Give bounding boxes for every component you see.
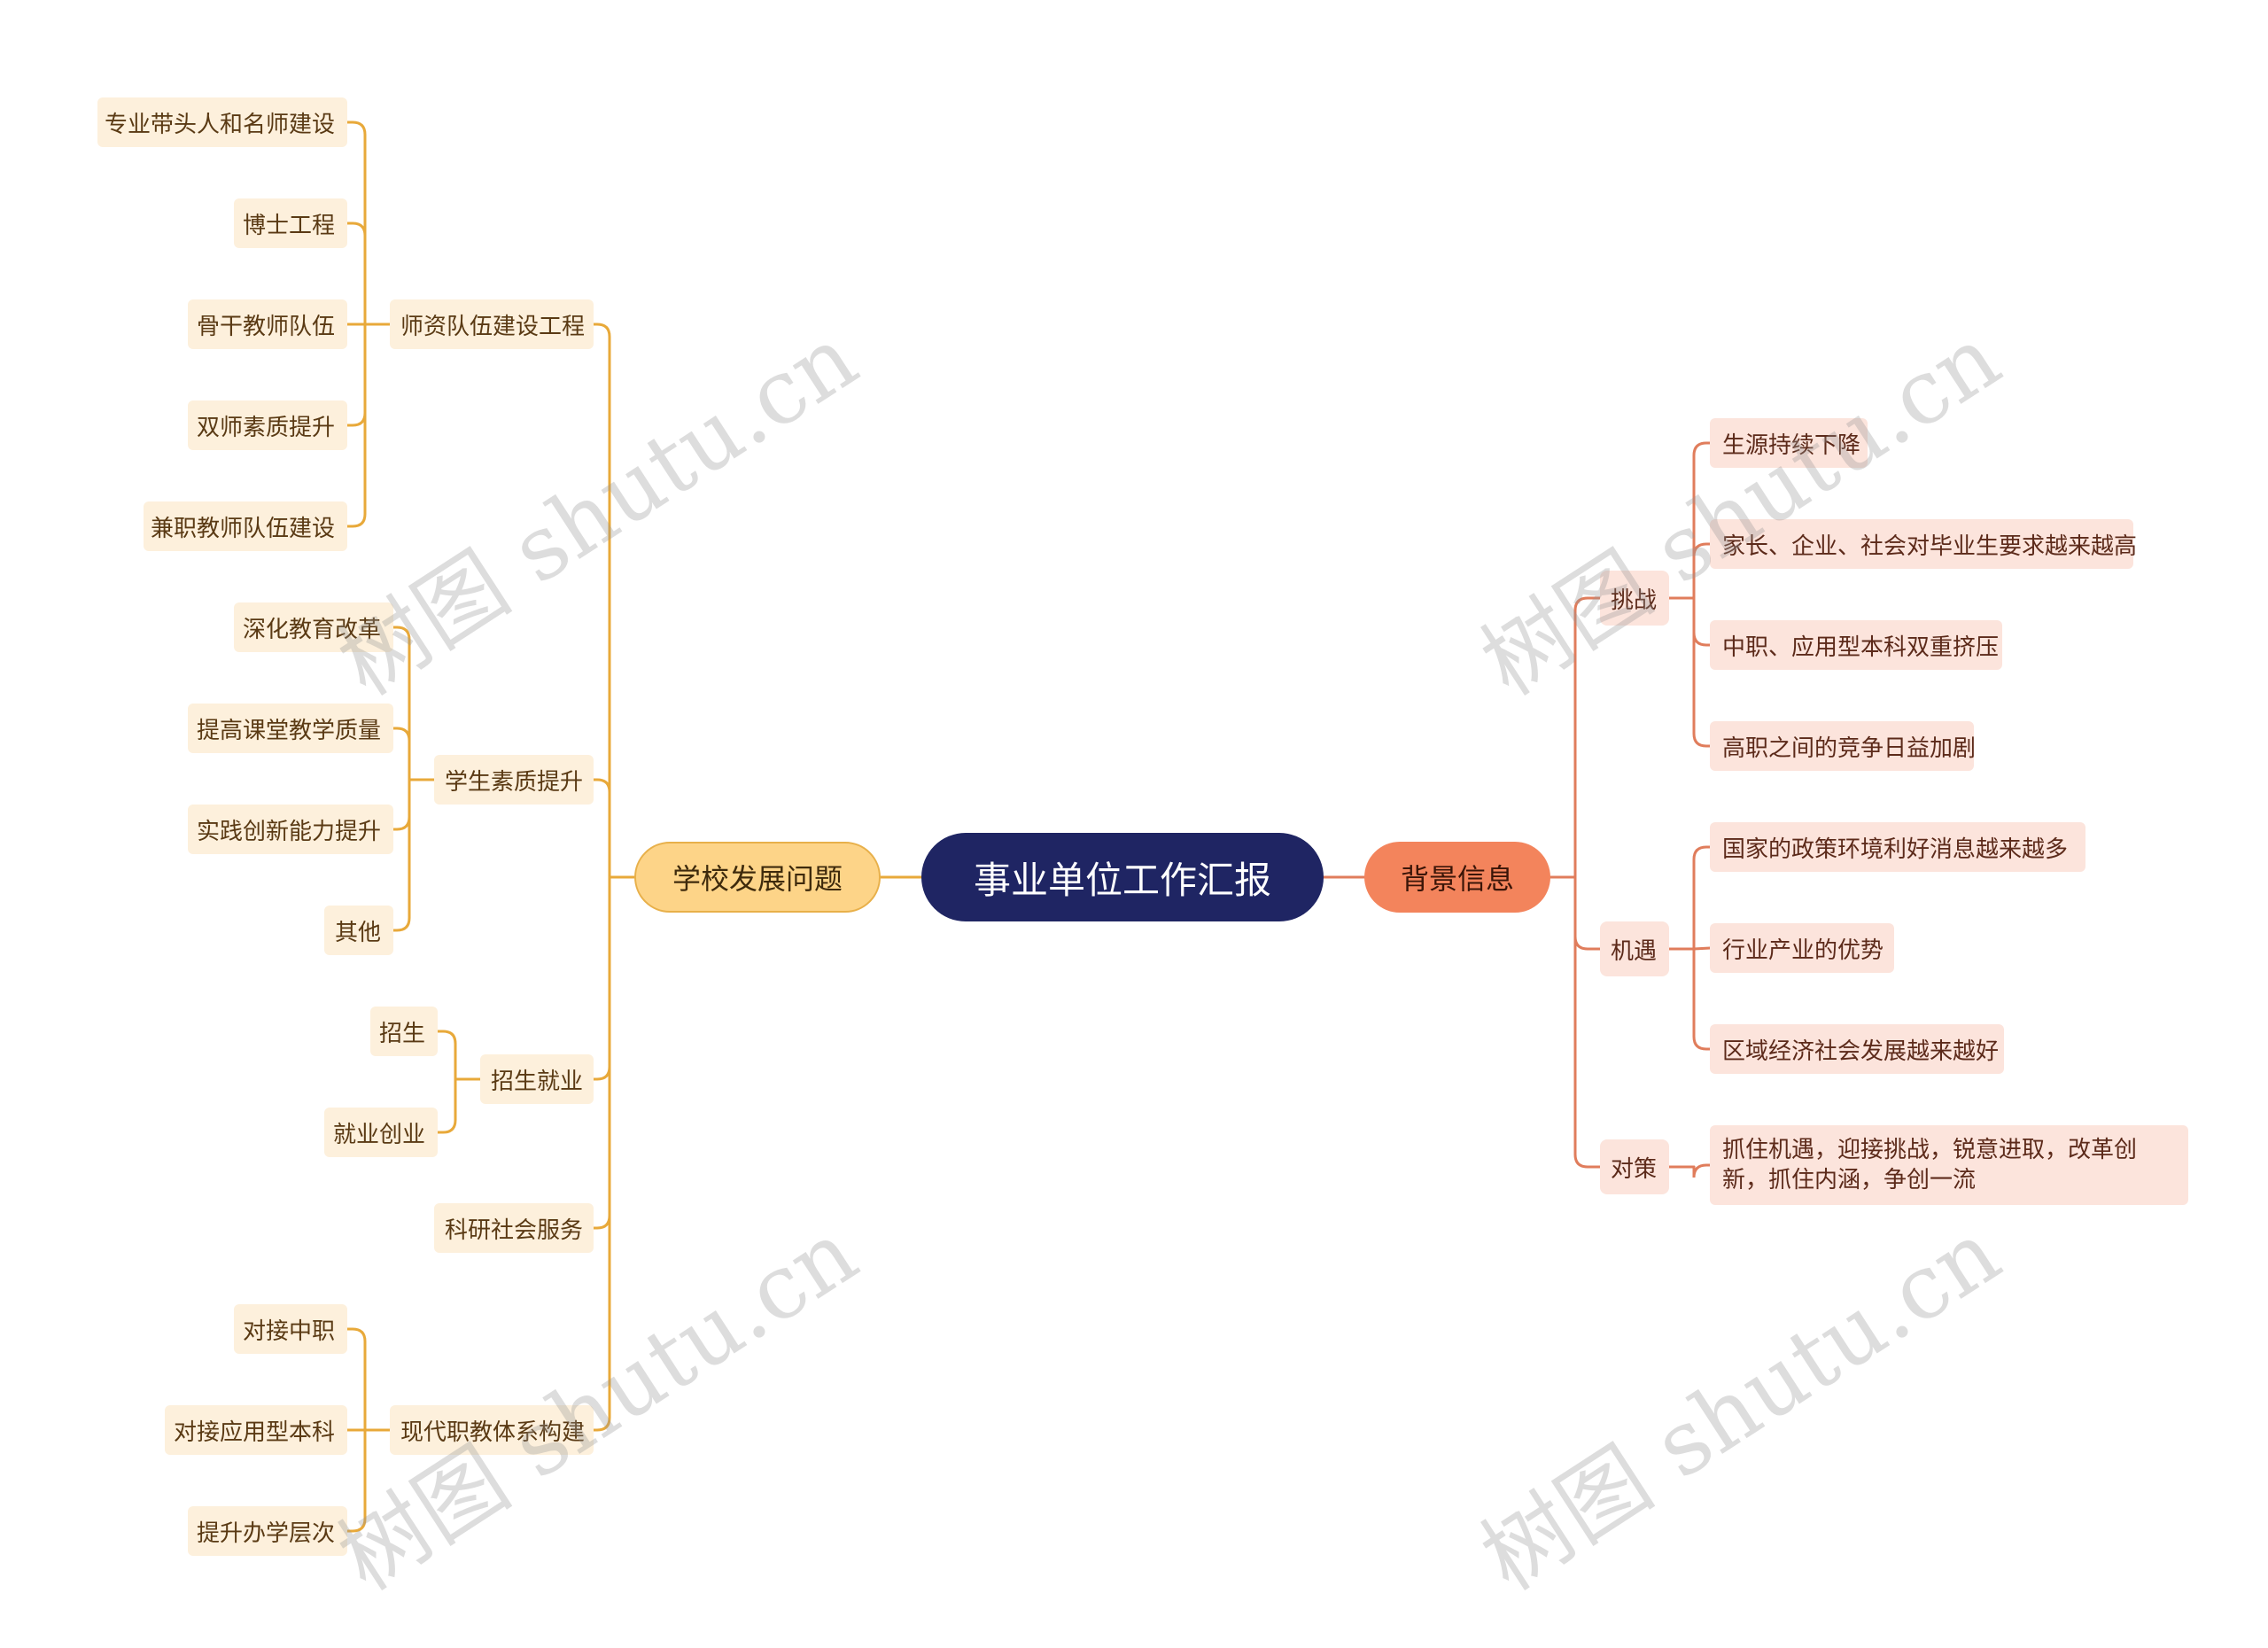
leaf-item[interactable]: 区域经济社会发展越来越好 xyxy=(1710,1024,2004,1074)
right-branch-connector xyxy=(1573,875,1602,951)
left-leaf-connector xyxy=(346,1327,367,1432)
leaf-item[interactable]: 国家的政策环境利好消息越来越多 xyxy=(1710,822,2085,872)
leaf-item[interactable]: 其他 xyxy=(324,906,393,955)
left-leaf-connector xyxy=(346,323,367,528)
leaf-item[interactable]: 生源持续下降 xyxy=(1710,418,1868,468)
left-leaf-connector xyxy=(392,778,411,831)
left-leaf-connector xyxy=(436,1077,457,1134)
left-leaf-connector xyxy=(392,778,411,932)
left-branch-connector xyxy=(592,875,611,1432)
root-node[interactable]: 事业单位工作汇报 xyxy=(921,833,1324,921)
group-countermeasures[interactable]: 对策 xyxy=(1600,1139,1669,1194)
branch-school-development[interactable]: 学校发展问题 xyxy=(634,842,881,913)
left-leaf-connector xyxy=(392,626,411,781)
group-opportunities[interactable]: 机遇 xyxy=(1600,921,1669,976)
leaf-item[interactable]: 对接应用型本科 xyxy=(165,1405,347,1455)
group-modern-vocational-system[interactable]: 现代职教体系构建 xyxy=(390,1405,594,1455)
leaf-item[interactable]: 深化教育改革 xyxy=(234,602,393,652)
leaf-item[interactable]: 就业创业 xyxy=(324,1108,438,1157)
leaf-item[interactable]: 中职、应用型本科双重挤压 xyxy=(1710,620,2002,670)
leaf-item[interactable]: 提升办学层次 xyxy=(188,1506,347,1556)
leaf-item[interactable]: 实践创新能力提升 xyxy=(188,805,393,854)
right-leaf-connector xyxy=(1692,845,1712,951)
group-challenges[interactable]: 挑战 xyxy=(1600,571,1669,626)
left-branch-connector xyxy=(592,875,611,1081)
leaf-item[interactable]: 家长、企业、社会对毕业生要求越来越高 xyxy=(1710,519,2137,569)
left-leaf-connector xyxy=(346,222,367,326)
right-leaf-connector xyxy=(1692,441,1712,600)
group-faculty-building[interactable]: 师资队伍建设工程 xyxy=(390,299,594,349)
leaf-item[interactable]: 专业带头人和名师建设 xyxy=(97,97,347,147)
group-enrollment-employment[interactable]: 招生就业 xyxy=(480,1054,594,1104)
left-branch-connector xyxy=(592,778,611,879)
right-leaf-connector xyxy=(1692,542,1712,600)
group-research-service[interactable]: 科研社会服务 xyxy=(434,1203,594,1253)
right-branch-connector xyxy=(1573,596,1602,879)
left-leaf-connector xyxy=(346,323,367,427)
right-leaf-connector xyxy=(1692,1163,1712,1178)
right-leaf-connector xyxy=(1692,596,1712,748)
leaf-item[interactable]: 抓住机遇，迎接挑战，锐意进取，改革创新，抓住内涵，争创一流 xyxy=(1710,1125,2188,1205)
leaf-item[interactable]: 骨干教师队伍 xyxy=(188,299,347,349)
leaf-item[interactable]: 提高课堂教学质量 xyxy=(188,704,393,753)
right-leaf-connector xyxy=(1692,946,1712,951)
left-leaf-connector xyxy=(346,1428,367,1533)
left-leaf-connector xyxy=(392,727,411,781)
leaf-item[interactable]: 行业产业的优势 xyxy=(1710,923,1894,973)
leaf-item[interactable]: 高职之间的竞争日益加剧 xyxy=(1710,721,1976,771)
left-leaf-connector xyxy=(436,1030,457,1081)
leaf-item[interactable]: 双师素质提升 xyxy=(188,400,347,450)
left-branch-connector xyxy=(592,323,611,879)
leaf-item[interactable]: 招生 xyxy=(370,1007,438,1056)
right-leaf-connector xyxy=(1692,596,1712,647)
leaf-item[interactable]: 博士工程 xyxy=(234,198,347,248)
left-leaf-connector xyxy=(346,120,367,326)
group-student-quality[interactable]: 学生素质提升 xyxy=(434,755,594,805)
branch-background-info[interactable]: 背景信息 xyxy=(1364,842,1550,913)
leaf-item[interactable]: 对接中职 xyxy=(234,1304,347,1354)
right-leaf-connector xyxy=(1692,947,1712,1051)
right-branch-connector xyxy=(1573,875,1602,1169)
left-branch-connector xyxy=(592,875,611,1230)
leaf-item[interactable]: 兼职教师队伍建设 xyxy=(144,501,347,551)
